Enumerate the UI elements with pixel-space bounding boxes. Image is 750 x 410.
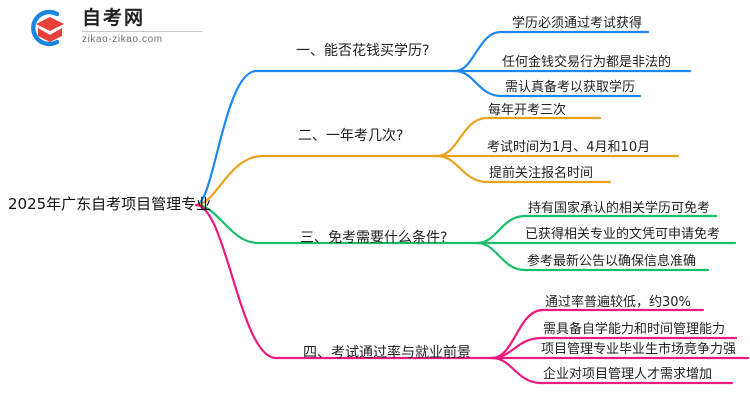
leaf-label-2-2[interactable]: 考试时间为1月、4月和10月 (487, 140, 651, 155)
leaf-label-3-3[interactable]: 参考最新公告以确保信息准确 (527, 254, 697, 269)
leaf-label-4-1[interactable]: 通过率普遍较低，约30% (545, 295, 691, 310)
mindmap-root-label: 2025年广东自考项目管理专业 (8, 195, 212, 213)
leaf-label-2-3[interactable]: 提前关注报名时间 (489, 166, 594, 181)
branch-2-wires (194, 116, 680, 207)
leaf-label-1-3[interactable]: 需认真备考以获取学历 (505, 80, 636, 95)
leaf-label-2-1[interactable]: 每年开考三次 (488, 103, 567, 118)
leaf-label-1-2[interactable]: 任何金钱交易行为都是非法的 (502, 55, 672, 70)
logo-wordmark: 自考网 zikao-zikao.com (82, 7, 206, 45)
site-logo[interactable]: 自考网 zikao-zikao.com (26, 6, 206, 50)
leaf-label-4-3[interactable]: 项目管理专业毕业生市场竞争力强 (541, 342, 737, 357)
graduation-cap-logo-icon (31, 9, 64, 47)
leaf-label-3-2[interactable]: 已获得相关专业的文凭可申请免考 (525, 227, 721, 242)
branch-label-2[interactable]: 二、一年考几次? (298, 128, 404, 144)
branch-label-1[interactable]: 一、能否花钱买学历? (296, 43, 430, 59)
logo-name-cn: 自考网 (82, 7, 146, 29)
branch-label-3[interactable]: 三、免考需要什么条件? (300, 230, 448, 246)
leaf-label-4-2[interactable]: 需具备自学能力和时间管理能力 (543, 322, 726, 337)
leaf-label-3-1[interactable]: 持有国家承认的相关学历可免考 (528, 201, 711, 216)
branch-label-4[interactable]: 四、考试通过率与就业前景 (303, 345, 471, 361)
logo-domain: zikao-zikao.com (82, 34, 163, 45)
leaf-label-4-4[interactable]: 企业对项目管理人才需求增加 (543, 367, 713, 382)
leaf-label-1-1[interactable]: 学历必须通过考试获得 (512, 16, 643, 31)
logo-divider (82, 31, 202, 32)
